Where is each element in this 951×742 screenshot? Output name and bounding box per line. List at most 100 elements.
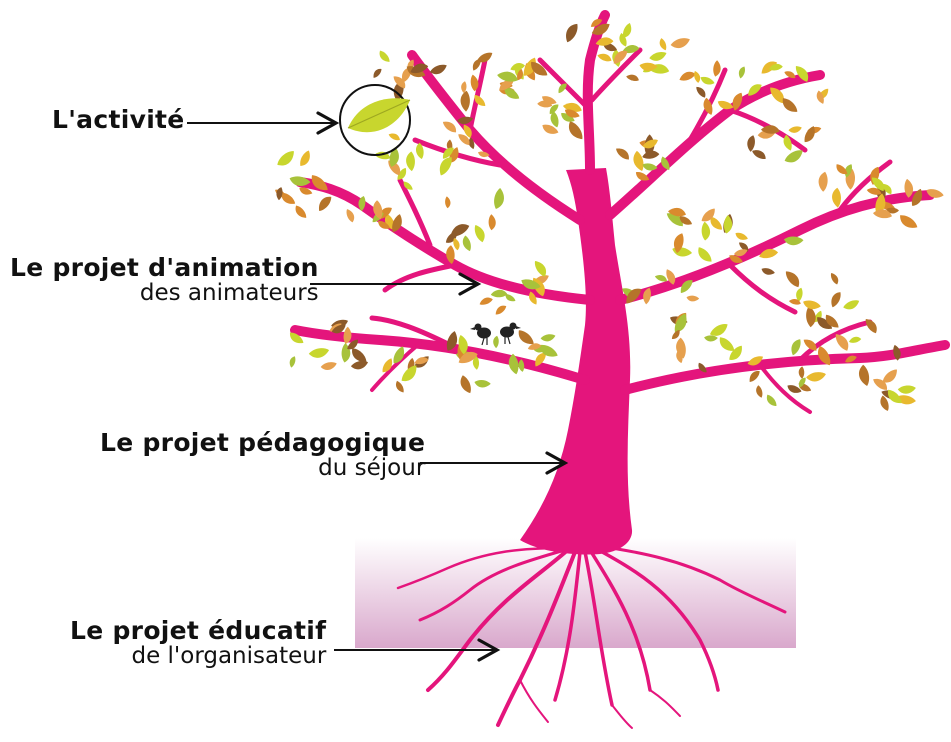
label-activite: L'activité <box>52 105 185 134</box>
leaf-icon <box>331 324 346 334</box>
leaf-icon <box>752 150 766 160</box>
leaf-icon <box>318 196 332 212</box>
leaf-icon <box>320 362 337 370</box>
activity-leaf-highlight <box>339 84 411 156</box>
leaf-icon <box>858 364 870 386</box>
leaf-icon <box>595 37 614 46</box>
leaf-icon <box>700 76 715 85</box>
leaf-icon <box>784 150 803 163</box>
leaf-icon <box>531 61 548 76</box>
leaf-icon <box>299 187 313 195</box>
leaf-icon <box>495 305 507 315</box>
leaf-icon <box>542 124 559 134</box>
leaf-icon <box>416 142 424 160</box>
leaf-icon <box>729 345 742 360</box>
leaf-icon <box>389 147 399 167</box>
leaf-icon <box>429 64 447 75</box>
leaf-icon <box>472 59 481 71</box>
leaf-icon <box>865 318 877 334</box>
leaf-icon <box>803 300 821 310</box>
leaf-icon <box>505 294 516 302</box>
leaf-icon <box>619 33 627 47</box>
leaf-icon <box>679 216 693 225</box>
leaf-icon <box>866 187 882 195</box>
leaf-icon <box>635 172 650 181</box>
leaf-icon <box>817 346 831 366</box>
leaf-icon <box>872 209 892 219</box>
label-activite-main: L'activité <box>52 105 185 134</box>
leaf-icon <box>704 335 718 342</box>
leaf-icon <box>717 100 734 110</box>
bird-right-icon <box>500 322 521 345</box>
leaf-icon <box>474 94 486 106</box>
leaf-icon <box>900 215 918 228</box>
leaf-icon <box>468 137 475 150</box>
leaf-icon <box>474 224 485 243</box>
leaf-icon <box>397 167 407 180</box>
leaf-icon <box>566 23 578 43</box>
leaf-icon <box>709 324 728 336</box>
leaf-icon <box>825 314 839 328</box>
label-projet-educatif-sub: de l'organisateur <box>131 643 327 670</box>
leaf-icon <box>642 150 660 159</box>
leaf-icon <box>713 60 721 77</box>
leaf-icon <box>458 351 478 364</box>
leaf-icon <box>393 346 405 364</box>
leaf-icon <box>703 97 713 115</box>
leaf-icon <box>460 375 471 394</box>
leaf-icon <box>806 372 826 382</box>
leaf-icon <box>701 208 715 222</box>
leaf-icon <box>490 289 508 298</box>
leaf-icon <box>550 111 559 128</box>
leaf-icon <box>761 268 775 275</box>
leaf-icon <box>729 255 743 263</box>
leaf-icon <box>926 189 944 198</box>
leaf-icon <box>818 171 828 192</box>
leaf-icon <box>518 330 534 345</box>
leaf-icon <box>732 92 743 111</box>
leaf-icon <box>497 71 518 82</box>
birds <box>470 322 521 346</box>
label-projet-animation-sub: des animateurs <box>139 280 319 307</box>
leaf-icon <box>831 292 841 308</box>
leaf-icon <box>350 360 369 370</box>
leaf-icon <box>382 358 393 373</box>
leaf-icon <box>788 126 802 133</box>
leaf-icon <box>549 104 559 115</box>
label-projet-educatif: Le projet éducatif de l'organisateur <box>70 617 327 670</box>
leaf-icon <box>832 187 841 208</box>
leaf-icon <box>410 63 429 74</box>
leaf-icon <box>558 83 567 94</box>
leaf-icon <box>843 300 860 310</box>
leaf-icon <box>450 224 470 237</box>
leaf-icon <box>639 62 658 71</box>
leaf-icon <box>848 336 862 343</box>
leaf-icon <box>470 74 479 92</box>
leaf-icon <box>300 150 310 166</box>
leaf-icon <box>474 380 491 388</box>
leaf-icon <box>352 348 367 362</box>
leaf-icon <box>392 214 402 233</box>
label-projet-animation: Le projet d'animation des animateurs <box>10 254 319 307</box>
leaf-icon <box>295 205 307 218</box>
leaf-icon <box>626 74 639 81</box>
leaf-icon <box>494 187 504 209</box>
leaf-icon <box>568 121 583 140</box>
leaf-icon <box>816 90 824 104</box>
leaf-icon <box>289 356 296 368</box>
leaf-icon <box>564 109 580 118</box>
leaf-icon <box>738 66 745 79</box>
leaf-icon <box>661 156 670 171</box>
leaf-icon <box>671 329 680 339</box>
leaf-icon <box>462 235 471 252</box>
leaf-icon <box>403 181 413 190</box>
leaf-icon <box>373 200 383 220</box>
trunk <box>520 168 633 555</box>
leaf-icon <box>388 133 400 141</box>
leaf-icon <box>311 175 328 191</box>
leaf-icon <box>406 151 415 172</box>
leaf-icon <box>659 38 667 51</box>
leaf-icon <box>710 216 722 230</box>
leaf-icon <box>446 331 458 351</box>
